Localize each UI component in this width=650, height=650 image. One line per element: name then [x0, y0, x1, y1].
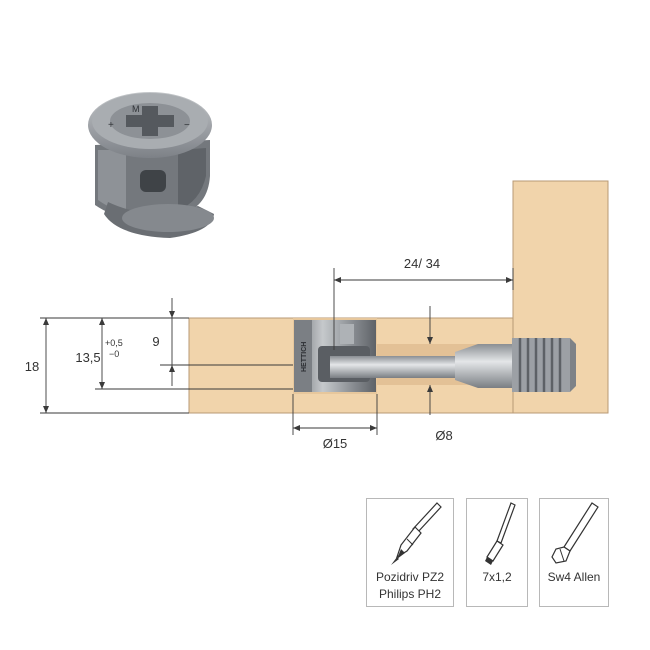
svg-text:M: M — [132, 104, 140, 114]
pozidriv-bit-icon — [391, 502, 442, 565]
depth-label: 13,5 — [75, 350, 100, 365]
tool-card-flat: 7x1,2 — [466, 498, 528, 607]
diameter-15-label: Ø15 — [323, 436, 348, 451]
tolerance-minus: −0 — [109, 349, 119, 359]
flat-screwdriver-icon — [485, 502, 516, 565]
tolerance-plus: +0,5 — [105, 338, 123, 348]
tool-card-pozidriv: Pozidriv PZ2 Philips PH2 — [366, 498, 454, 607]
svg-text:+: + — [108, 120, 114, 131]
height-9-label: 9 — [152, 334, 159, 349]
tool-label-line-2: Philips PH2 — [378, 587, 442, 601]
allen-key-icon — [551, 502, 599, 564]
dimension-arrows — [43, 277, 513, 431]
height-18-label: 18 — [25, 359, 39, 374]
distance-label: 24/ 34 — [404, 256, 440, 271]
dimension-lines — [40, 268, 514, 435]
connecting-bolt — [330, 338, 576, 392]
tool-card-allen: Sw4 Allen — [539, 498, 609, 607]
tool-label-line-1: 7x1,2 — [482, 570, 512, 584]
tool-label-line-1: Pozidriv PZ2 — [375, 570, 445, 584]
cam-fitting-photo: M + − — [88, 92, 214, 238]
part-marking: HETTICH — [301, 342, 308, 372]
tool-label-line-1: Sw4 Allen — [547, 570, 601, 584]
svg-text:−: − — [184, 120, 190, 131]
diameter-8-label: Ø8 — [435, 428, 452, 443]
